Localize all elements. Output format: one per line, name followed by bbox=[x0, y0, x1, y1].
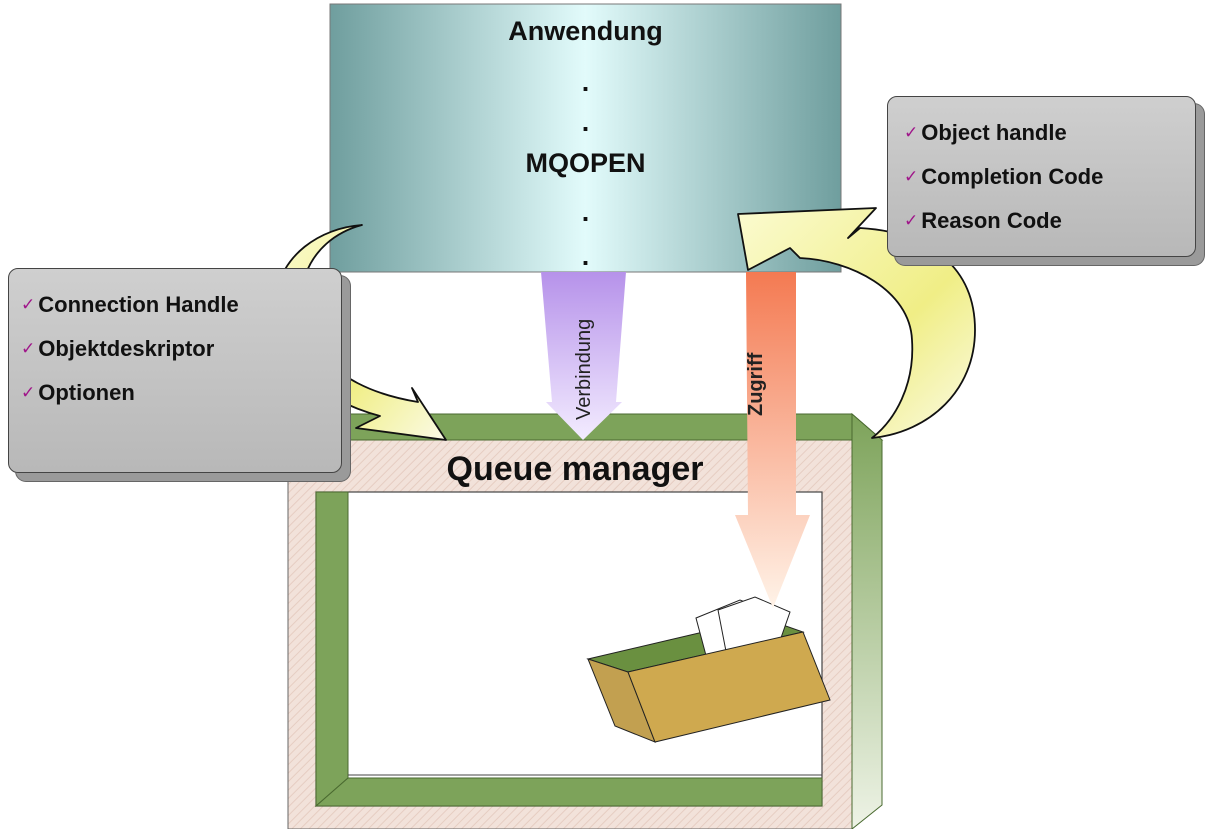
output-item-label: Completion Code bbox=[921, 164, 1104, 189]
check-icon: ✓ bbox=[21, 339, 36, 358]
connection-arrow bbox=[541, 272, 626, 440]
check-icon: ✓ bbox=[904, 211, 919, 230]
output-item: ✓Object handle bbox=[904, 111, 1195, 155]
input-item-label: Optionen bbox=[38, 380, 135, 405]
queue-manager-frame bbox=[286, 412, 884, 829]
input-item-label: Connection Handle bbox=[38, 292, 239, 317]
mqopen-call: MQOPEN bbox=[525, 148, 646, 178]
input-parameters-box: ✓Connection Handle ✓Objektdeskriptor ✓Op… bbox=[8, 268, 342, 473]
check-icon: ✓ bbox=[21, 295, 36, 314]
output-curve-arrow bbox=[737, 207, 976, 439]
application-title: Anwendung bbox=[508, 16, 663, 46]
queue-card-box-icon bbox=[586, 596, 831, 743]
output-item: ✓Completion Code bbox=[904, 155, 1195, 199]
output-parameters-box: ✓Object handle ✓Completion Code ✓Reason … bbox=[887, 96, 1196, 257]
input-item: ✓Objektdeskriptor bbox=[21, 327, 341, 371]
input-item: ✓Optionen bbox=[21, 371, 341, 415]
output-item-label: Reason Code bbox=[921, 208, 1062, 233]
ellipsis-dot: . bbox=[581, 241, 590, 271]
check-icon: ✓ bbox=[904, 123, 919, 142]
queue-manager-title: Queue manager bbox=[446, 450, 704, 488]
connection-label: Verbindung bbox=[573, 318, 595, 420]
ellipsis-dot: . bbox=[581, 197, 590, 227]
access-label: Zugriff bbox=[745, 352, 767, 416]
input-item-label: Objektdeskriptor bbox=[38, 336, 215, 361]
input-item: ✓Connection Handle bbox=[21, 283, 341, 327]
access-arrow bbox=[735, 272, 810, 608]
check-icon: ✓ bbox=[904, 167, 919, 186]
ellipsis-dot: . bbox=[581, 107, 590, 137]
check-icon: ✓ bbox=[21, 383, 36, 402]
output-item: ✓Reason Code bbox=[904, 199, 1195, 243]
output-item-label: Object handle bbox=[921, 120, 1067, 145]
ellipsis-dot: . bbox=[581, 67, 590, 97]
